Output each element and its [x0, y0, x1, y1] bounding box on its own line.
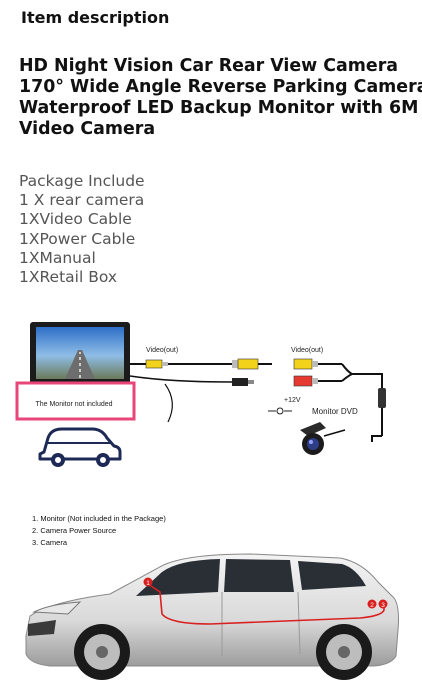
- title-line: Waterproof LED Backup Monitor with 6M: [19, 98, 419, 118]
- marker-3: 3: [378, 599, 388, 609]
- svg-text:3: 3: [381, 602, 385, 609]
- voltage-label: +12V: [284, 397, 301, 404]
- video-out-label-left: Video(out): [146, 347, 178, 354]
- monitor-illustration: [30, 322, 130, 393]
- marker-1: 1: [143, 577, 153, 587]
- title-line: HD Night Vision Car Rear View Camera: [19, 56, 399, 76]
- package-item: 1 X rear camera: [19, 191, 145, 210]
- legend-item: 2. Camera Power Source: [32, 526, 116, 535]
- rear-camera-illustration: [300, 422, 346, 455]
- title-line: 170° Wide Angle Reverse Parking Camera: [19, 77, 422, 97]
- monitor-note: The Monitor not included: [35, 401, 112, 408]
- monitor-not-included-box: [15, 381, 136, 421]
- marker-2: 2: [367, 599, 377, 609]
- package-item: 1XManual: [19, 248, 96, 267]
- car-illustration: [25, 553, 399, 680]
- svg-text:2: 2: [370, 602, 374, 609]
- cable-route-line: [147, 583, 385, 625]
- package-heading: Package Include: [19, 172, 145, 190]
- legend-item: 3. Camera: [32, 538, 68, 547]
- section-label: Item description: [21, 8, 170, 27]
- video-out-label-right: Video(out): [291, 347, 323, 354]
- svg-text:1: 1: [146, 580, 150, 587]
- legend-item: 1. Monitor (Not included in the Package): [32, 514, 166, 523]
- title-line: Video Camera: [19, 119, 156, 139]
- wiring-diagram-image: The Monitor not included Video(out) Vide…: [15, 322, 386, 467]
- monitor-dvd-label: Monitor DVD: [312, 407, 358, 416]
- package-item: 1XVideo Cable: [19, 210, 132, 229]
- package-item: 1XRetail Box: [19, 268, 118, 287]
- package-list: Package Include 1 X rear camera 1XVideo …: [19, 172, 145, 287]
- installation-diagram-image: 1. Monitor (Not included in the Package)…: [25, 514, 399, 680]
- car-icon: [38, 427, 122, 467]
- package-item: 1XPower Cable: [19, 229, 136, 248]
- product-title: HD Night Vision Car Rear View Camera 170…: [19, 56, 422, 140]
